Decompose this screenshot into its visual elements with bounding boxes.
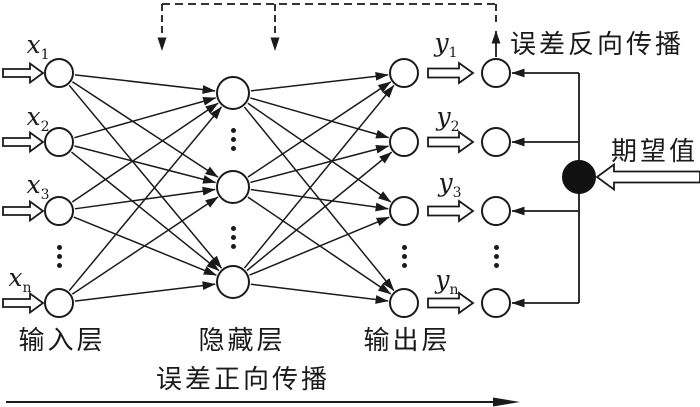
input-label-x2: x2 xyxy=(26,102,50,135)
input-node-1 xyxy=(44,58,74,88)
expected-value-node xyxy=(562,160,596,194)
input-arrows xyxy=(2,61,45,315)
hidden-node-3 xyxy=(216,265,250,299)
hidden-ellipsis-dots-1 xyxy=(230,128,236,151)
backprop-dashed-path xyxy=(157,3,501,57)
output-arrows xyxy=(427,61,475,315)
output-layer-label: 输出层 xyxy=(363,326,451,356)
error-forward-label: 误差正向传播 xyxy=(155,365,331,395)
expected-value-label: 期望值 xyxy=(611,137,699,167)
input-node-3 xyxy=(44,196,74,226)
output-node-3 xyxy=(389,196,419,226)
output-label-yn: yn xyxy=(435,265,459,298)
output-label-y3: y3 xyxy=(438,168,462,201)
error-node-n xyxy=(481,288,511,318)
input-ellipsis-dots xyxy=(56,245,62,268)
hidden-node-2 xyxy=(216,170,250,204)
input-label-xn: xn xyxy=(8,263,32,296)
input-label-x1: x1 xyxy=(26,30,50,63)
output-ellipsis-dots xyxy=(401,245,407,268)
error-node-2 xyxy=(481,127,511,157)
output-label-y1: y1 xyxy=(434,28,458,61)
output-node-n xyxy=(389,288,419,318)
input-label-x3: x3 xyxy=(26,170,50,203)
error-backprop-label: 误差反向传播 xyxy=(510,30,685,60)
hidden-node-1 xyxy=(216,76,250,110)
error-node-3 xyxy=(481,196,511,226)
input-layer-label: 输入层 xyxy=(18,326,106,356)
input-node-n xyxy=(44,288,74,318)
output-node-2 xyxy=(389,127,419,157)
error-node-1 xyxy=(481,58,511,88)
input-hidden-connections xyxy=(68,74,223,302)
hidden-layer-label: 隐藏层 xyxy=(198,326,286,356)
expected-value-arrow xyxy=(595,162,700,192)
output-node-1 xyxy=(389,58,419,88)
input-node-2 xyxy=(44,127,74,157)
output-label-y2: y2 xyxy=(436,102,460,135)
forward-propagation-arrow xyxy=(6,397,520,407)
hidden-output-connections xyxy=(243,71,395,304)
error-ellipsis-dots xyxy=(493,245,499,268)
hidden-ellipsis-dots-2 xyxy=(230,226,236,249)
